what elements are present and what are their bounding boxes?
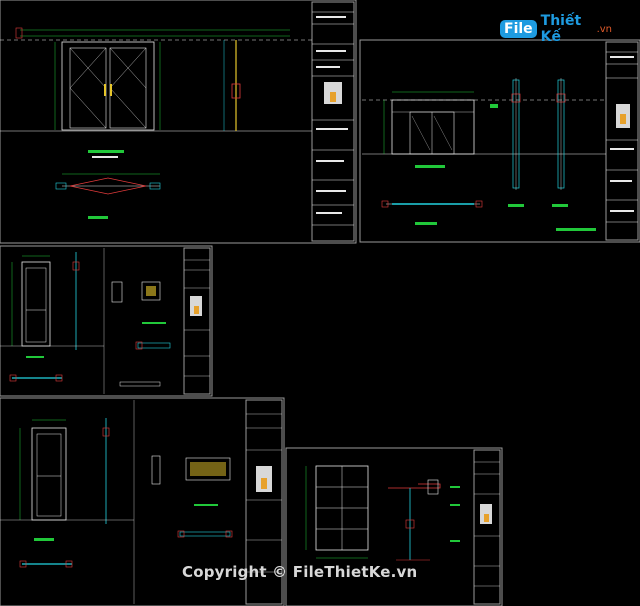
filethietke-logo: File Thiết Kế .vn	[500, 13, 612, 45]
sheet-5	[285, 447, 503, 606]
glazed-door-elevation	[391, 99, 475, 155]
transom-detail	[185, 457, 231, 481]
sheet-2	[359, 39, 640, 243]
sheet-3	[0, 245, 213, 397]
title-block	[183, 247, 211, 395]
double-door-elevation	[61, 41, 155, 131]
logo-text: Thiết Kế	[540, 13, 582, 45]
title-block	[473, 449, 501, 605]
logo-file-badge: File	[500, 20, 537, 38]
title-block	[605, 41, 639, 241]
sheet-4	[0, 397, 285, 606]
frame-detail	[151, 455, 161, 485]
logo-domain: .vn	[596, 23, 612, 35]
sheet-1	[0, 0, 357, 244]
frame-detail	[111, 281, 123, 303]
title-block	[311, 1, 355, 242]
window-section	[388, 483, 441, 489]
vent-detail	[141, 281, 161, 301]
title-block	[245, 399, 283, 605]
copyright-watermark: Copyright © FileThietKe.vn	[182, 563, 418, 581]
